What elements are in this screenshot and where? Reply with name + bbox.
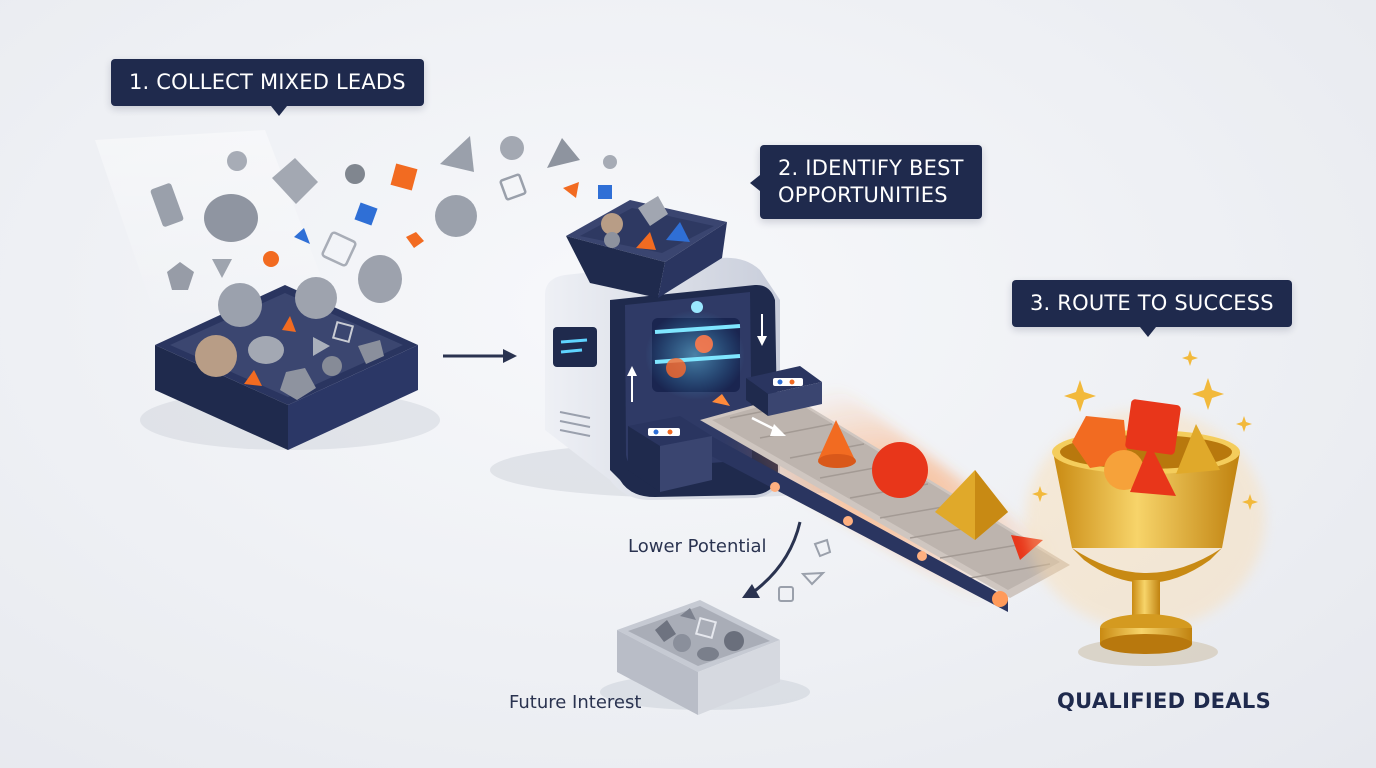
reject-arrow-icon [742, 521, 832, 602]
future-interest-label: Future Interest [509, 692, 642, 713]
qualified-deals-label: QUALIFIED DEALS [1057, 689, 1271, 713]
step-3-callout: 3. ROUTE TO SUCCESS [1012, 280, 1292, 337]
flow-arrow-icon [443, 349, 517, 363]
future-interest-bin [600, 600, 810, 715]
step-1-label: 1. COLLECT MIXED LEADS [129, 70, 406, 94]
step-2-label-line2: OPPORTUNITIES [778, 183, 948, 207]
step-3-label: 3. ROUTE TO SUCCESS [1030, 291, 1274, 315]
flying-lead-shapes [150, 136, 617, 303]
step-2-callout: 2. IDENTIFY BEST OPPORTUNITIES [750, 145, 982, 219]
qualified-deals-trophy [1025, 350, 1265, 666]
qualified-leads-on-belt [712, 394, 1043, 560]
mixed-leads-bin [95, 130, 440, 450]
lower-potential-label: Lower Potential [628, 536, 767, 557]
step-1-callout: 1. COLLECT MIXED LEADS [111, 59, 424, 116]
step-2-label-line1: 2. IDENTIFY BEST [778, 156, 964, 180]
